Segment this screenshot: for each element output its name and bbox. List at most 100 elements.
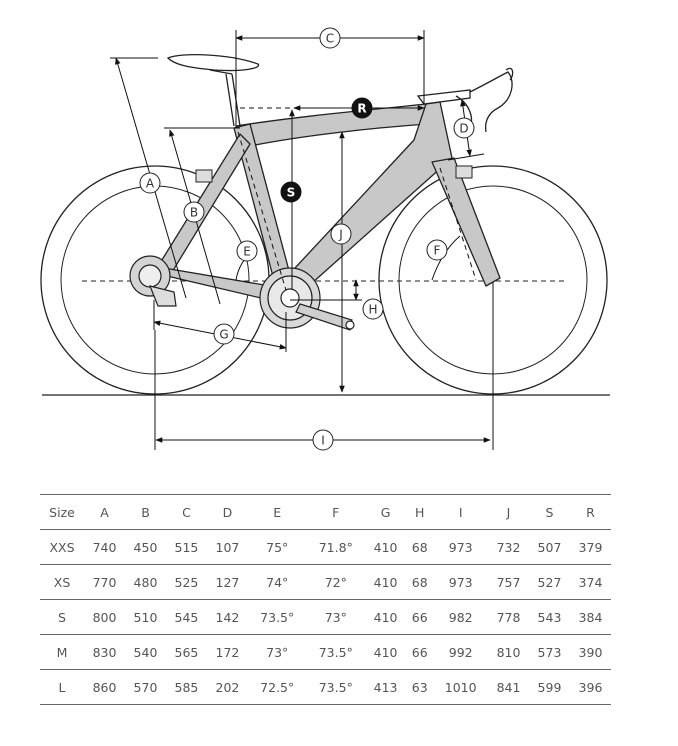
header-b: B — [124, 494, 166, 530]
table-cell: 732 — [488, 529, 529, 565]
label-F: F — [426, 239, 448, 261]
front-brake — [455, 165, 473, 179]
table-cell: 63 — [406, 669, 434, 705]
header-s: S — [528, 494, 570, 530]
table-cell: 172 — [206, 634, 248, 670]
table-cell: 545 — [165, 599, 207, 635]
table-cell: 810 — [488, 634, 529, 670]
table-cell: 740 — [84, 529, 125, 565]
table-cell: 599 — [528, 669, 570, 705]
table-cell: 973 — [433, 529, 488, 565]
table-cell: 66 — [406, 634, 434, 670]
table-cell: 74° — [247, 564, 307, 600]
table-cell: S — [40, 599, 84, 635]
table-cell: 585 — [165, 669, 207, 705]
bike-geometry-diagram: A B C D E F G H I J S R — [40, 27, 610, 451]
table-cell: 515 — [165, 529, 207, 565]
table-cell: 543 — [528, 599, 570, 635]
svg-text:S: S — [287, 186, 296, 200]
label-J: J — [330, 223, 352, 245]
table-cell: 830 — [84, 634, 125, 670]
table-cell: 72° — [306, 564, 366, 600]
table-cell: 1010 — [433, 669, 488, 705]
table-cell: 841 — [488, 669, 529, 705]
table-cell: 374 — [569, 564, 611, 600]
header-d: D — [206, 494, 248, 530]
table-cell: 75° — [247, 529, 307, 565]
table-row: S 800 510 545 142 73.5° 73° 410 66 982 7… — [40, 599, 611, 635]
label-C: C — [319, 27, 341, 49]
header-e: E — [247, 494, 307, 530]
svg-text:C: C — [326, 32, 334, 46]
table-cell: 410 — [365, 634, 407, 670]
table-cell: 410 — [365, 529, 407, 565]
label-E: E — [236, 240, 258, 262]
table-cell: 73.5° — [306, 634, 366, 670]
table-cell: 973 — [433, 564, 488, 600]
header-size: Size — [40, 494, 84, 530]
svg-text:E: E — [243, 245, 251, 259]
svg-text:A: A — [146, 177, 155, 191]
table-cell: 379 — [569, 529, 611, 565]
table-cell: 565 — [165, 634, 207, 670]
table-cell: 573 — [528, 634, 570, 670]
table-cell: 142 — [206, 599, 248, 635]
label-A: A — [139, 172, 161, 194]
table-cell: 73.5° — [247, 599, 307, 635]
label-S: S — [280, 181, 302, 203]
label-I: I — [312, 429, 334, 451]
table-cell: 71.8° — [306, 529, 366, 565]
header-f: F — [306, 494, 366, 530]
table-cell: 480 — [124, 564, 166, 600]
table-cell: 860 — [84, 669, 125, 705]
table-cell: 510 — [124, 599, 166, 635]
table-cell: 527 — [528, 564, 570, 600]
table-row: M 830 540 565 172 73° 73.5° 410 66 992 8… — [40, 634, 611, 670]
header-j: J — [488, 494, 529, 530]
table-cell: XXS — [40, 529, 84, 565]
svg-text:B: B — [190, 206, 198, 220]
label-H: H — [362, 298, 384, 320]
table-cell: 410 — [365, 599, 407, 635]
table-cell: 992 — [433, 634, 488, 670]
table-cell: 202 — [206, 669, 248, 705]
header-i: I — [433, 494, 488, 530]
table-cell: 757 — [488, 564, 529, 600]
header-g: G — [365, 494, 407, 530]
table-cell: 72.5° — [247, 669, 307, 705]
table-cell: L — [40, 669, 84, 705]
table-cell: 73° — [306, 599, 366, 635]
table-cell: 570 — [124, 669, 166, 705]
table-cell: 66 — [406, 599, 434, 635]
geometry-table: Size A B C D E F G H I J S R XXS 740 450… — [40, 494, 611, 705]
seatpost-saddle — [166, 53, 260, 127]
label-G: G — [213, 323, 235, 345]
table-cell: 107 — [206, 529, 248, 565]
table-cell: 525 — [165, 564, 207, 600]
header-a: A — [84, 494, 125, 530]
table-cell: M — [40, 634, 84, 670]
table-cell: 396 — [569, 669, 611, 705]
table-cell: 413 — [365, 669, 407, 705]
svg-text:I: I — [321, 434, 325, 448]
table-cell: 73.5° — [306, 669, 366, 705]
bike-frame — [149, 101, 501, 303]
table-cell: 770 — [84, 564, 125, 600]
header-c: C — [165, 494, 207, 530]
label-B: B — [183, 201, 205, 223]
svg-text:R: R — [357, 102, 366, 116]
rear-brake — [195, 169, 213, 183]
table-cell: 540 — [124, 634, 166, 670]
table-header-row: Size A B C D E F G H I J S R — [40, 494, 611, 530]
table-row: XS 770 480 525 127 74° 72° 410 68 973 75… — [40, 564, 611, 600]
label-D: D — [453, 117, 475, 139]
table-cell: 127 — [206, 564, 248, 600]
label-R: R — [351, 97, 373, 119]
table-row: L 860 570 585 202 72.5° 73.5° 413 63 101… — [40, 669, 611, 705]
table-cell: 800 — [84, 599, 125, 635]
rear-derailleur — [129, 255, 177, 307]
table-cell: 410 — [365, 564, 407, 600]
svg-text:H: H — [368, 303, 377, 317]
table-cell: 450 — [124, 529, 166, 565]
table-cell: 507 — [528, 529, 570, 565]
